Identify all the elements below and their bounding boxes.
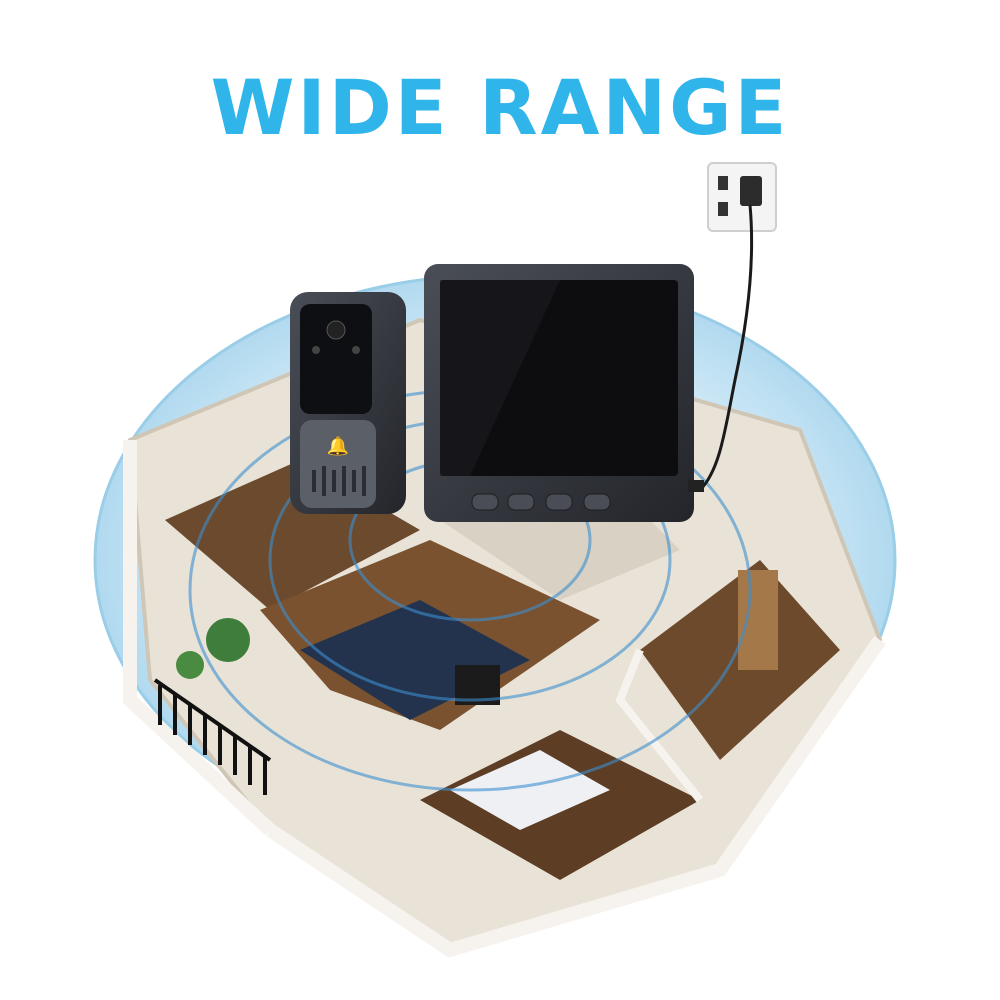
power-plug-icon xyxy=(688,480,704,492)
bookshelf xyxy=(738,570,778,670)
lower-bed xyxy=(450,750,610,830)
balcony-railing xyxy=(153,678,272,795)
camera-lens xyxy=(326,320,346,340)
bell-icon: 🔔 xyxy=(327,436,349,457)
power-cable xyxy=(698,204,754,492)
doorbell-camera: 🔔 xyxy=(290,292,406,514)
headline-wide-range: WIDE RANGE xyxy=(210,63,790,152)
living-room-rug xyxy=(300,600,530,720)
indoor-monitor xyxy=(424,264,704,522)
potted-plant xyxy=(206,618,250,662)
wall-outlet-icon xyxy=(707,162,777,232)
potted-plant xyxy=(176,651,204,679)
monitor-buttons xyxy=(471,493,611,511)
